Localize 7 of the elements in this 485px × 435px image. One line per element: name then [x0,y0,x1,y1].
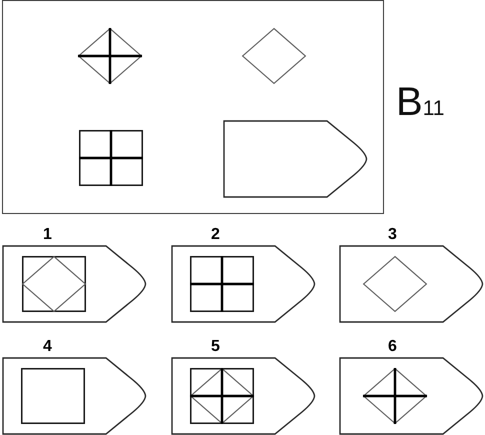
option-number: 6 [388,339,397,355]
option-number: 3 [388,227,397,243]
option-number: 2 [211,227,220,243]
option-number: 5 [211,339,220,355]
option-number: 4 [43,339,52,355]
option-number: 1 [43,227,52,243]
answer-tile [222,120,368,198]
